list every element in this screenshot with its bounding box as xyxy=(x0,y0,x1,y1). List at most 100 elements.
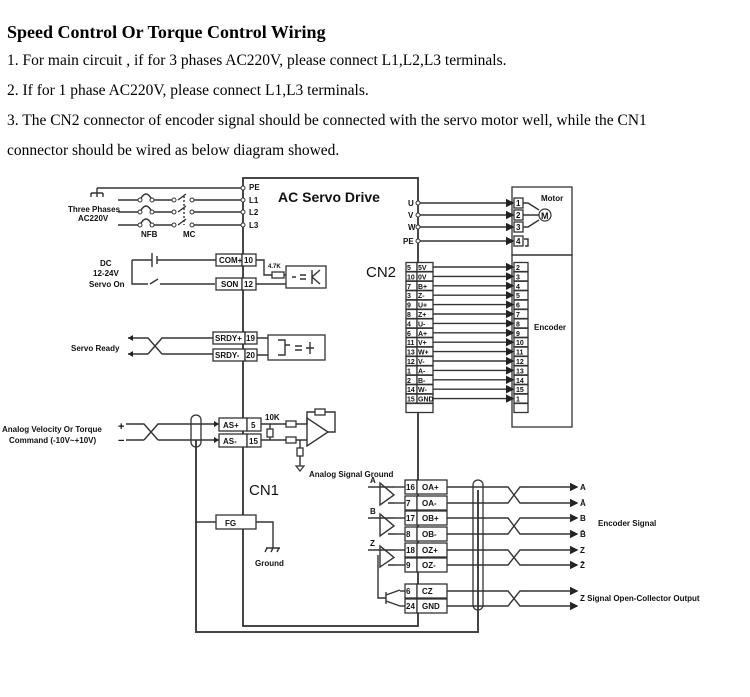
power-input-section: Three Phases AC220V NFB MC PE L1 L2 L3 xyxy=(68,183,260,239)
fg-box xyxy=(215,514,257,530)
cn1-out-name-OA+: OA+ xyxy=(422,483,439,492)
cn2-pin-3: 3 xyxy=(407,293,411,300)
encoder-pin-2: 2 xyxy=(516,265,520,272)
as-plus-name: AS+ xyxy=(223,421,239,430)
as-plus-pin: 5 xyxy=(251,421,256,430)
paragraph-1: 1. For main circuit , if for 3 phases AC… xyxy=(7,52,507,69)
feedback-resistor xyxy=(314,408,326,416)
op-amp-feedback xyxy=(306,411,336,433)
cn2-pin-11: 11 xyxy=(407,340,415,347)
encoder-pin-13: 13 xyxy=(516,368,524,375)
cn2-pin-10: 10 xyxy=(407,274,415,281)
drive-terminal-w: W xyxy=(408,223,416,232)
cn2-name-5V: 5V xyxy=(418,265,427,272)
optocoupler-icon xyxy=(285,265,327,289)
oc-name-GND: GND xyxy=(422,602,440,611)
paragraph-3: 3. The CN2 connector of encoder signal s… xyxy=(7,112,647,129)
open-collector-label: Z Signal Open-Collector Output xyxy=(580,594,700,603)
encoder-output-twisted-pair xyxy=(447,486,572,504)
encoder-pin-10: 10 xyxy=(516,340,524,347)
encoder-output-twisted-pair xyxy=(447,549,572,566)
cn2-pin-8: 8 xyxy=(407,312,411,319)
analog-ground-icon xyxy=(294,465,306,472)
cn2-name-W-: W- xyxy=(418,387,427,394)
mc-contact xyxy=(189,209,195,215)
analog-input-wires xyxy=(261,423,307,441)
drive-terminal-u: U xyxy=(408,199,414,208)
paragraph-2: 2. If for 1 phase AC220V, please connect… xyxy=(7,82,369,99)
cn1-out-name-OZ+: OZ+ xyxy=(422,546,438,555)
cn2-pin-9: 9 xyxy=(407,303,411,310)
nfb-contact xyxy=(137,222,143,228)
op-amp-icon xyxy=(306,416,330,448)
cn2-name-W+: W+ xyxy=(418,350,429,357)
cn2-name-U-: U- xyxy=(418,321,426,328)
cn1-out-pin-8: 8 xyxy=(406,530,411,539)
cn1-out-pin-9: 9 xyxy=(406,561,411,570)
cn2-name-U+: U+ xyxy=(418,303,427,310)
fg-wires xyxy=(196,521,274,548)
servo-ready-twisted-pair xyxy=(128,337,213,355)
cn2-pin-4: 4 xyxy=(407,321,411,328)
analog-minus-sign: − xyxy=(118,435,124,447)
cn2-pin-1: 1 xyxy=(407,368,411,375)
power-line-3 xyxy=(118,218,243,226)
encoder-pin-7: 7 xyxy=(516,312,520,319)
cn2-pin-box-empty xyxy=(405,402,434,414)
channel-label-B: B xyxy=(370,507,376,516)
line-driver-icon xyxy=(379,544,396,569)
encoder-pin-9: 9 xyxy=(516,331,520,338)
son-pin: 12 xyxy=(244,280,253,289)
drive-terminal-pe: PE xyxy=(403,237,414,246)
oc-twisted-pair xyxy=(447,590,572,607)
oc-pin-6: 6 xyxy=(406,587,411,596)
motor-label: Motor xyxy=(541,194,563,203)
encoder-output-label-0: A xyxy=(580,483,586,492)
motor-symbol: M xyxy=(541,211,549,221)
com-plus-name: COM+ xyxy=(219,256,243,265)
terminal-dot xyxy=(240,197,246,203)
resistor-10k xyxy=(266,428,274,438)
analog-plus-sign: + xyxy=(118,421,124,433)
srdy-minus-pin: 20 xyxy=(246,351,255,360)
analog-label-2: Command (-10V~+10V) xyxy=(9,436,96,445)
analog-label-1: Analog Velocity Or Torque xyxy=(2,425,102,434)
nfb-label: NFB xyxy=(141,230,158,239)
cn1-out-pin-17: 17 xyxy=(406,514,415,523)
analog-arrows xyxy=(214,421,219,443)
encoder-pin-12: 12 xyxy=(516,359,524,366)
power-source-label-1: Three Phases xyxy=(68,205,121,214)
oc-name-CZ: CZ xyxy=(422,587,433,596)
com-plus-pin: 10 xyxy=(244,256,253,265)
motor-pin-4: 4 xyxy=(516,237,521,246)
encoder-signal-label: Encoder Signal xyxy=(598,519,656,528)
page-title: Speed Control Or Torque Control Wiring xyxy=(7,22,326,42)
line-driver-wire xyxy=(368,549,395,566)
as-minus-name: AS- xyxy=(223,437,237,446)
mc-contact xyxy=(171,197,177,203)
cn2-pin-15: 15 xyxy=(407,397,415,404)
wiring-diagram: AC Servo Drive CN2 CN1 Three Phases AC22… xyxy=(2,177,700,633)
encoder-pin-6: 6 xyxy=(516,303,520,310)
line-driver-icon xyxy=(379,481,396,507)
chassis-ground-icon xyxy=(264,547,280,553)
power-source-label-2: AC220V xyxy=(78,214,109,223)
channel-label-A: A xyxy=(370,476,376,485)
analog-command-section: Analog Velocity Or Torque Command (-10V~… xyxy=(2,408,394,479)
servo-on-label-2: 12-24V xyxy=(93,269,119,278)
nfb-contact xyxy=(137,197,143,203)
servo-ready-label: Servo Ready xyxy=(71,344,120,353)
servo-ready-section: Servo Ready SRDY+ 19 SRDY- 20 xyxy=(71,331,326,362)
servo-on-label-3: Servo On xyxy=(89,280,125,289)
cn2-pin-14: 14 xyxy=(407,387,415,394)
terminal-pe: PE xyxy=(249,183,260,192)
ground-label: Ground xyxy=(255,559,284,568)
fg-label: FG xyxy=(225,519,236,528)
cn1-out-name-OZ-: OZ- xyxy=(422,561,436,570)
analog-shield-icon xyxy=(190,414,202,448)
encoder-pin-8: 8 xyxy=(516,321,520,328)
motor-windings xyxy=(522,202,540,247)
nfb-contact xyxy=(149,209,155,215)
cn2-pin-7: 7 xyxy=(407,284,411,291)
srdy-optocoupler-icon xyxy=(267,334,326,361)
